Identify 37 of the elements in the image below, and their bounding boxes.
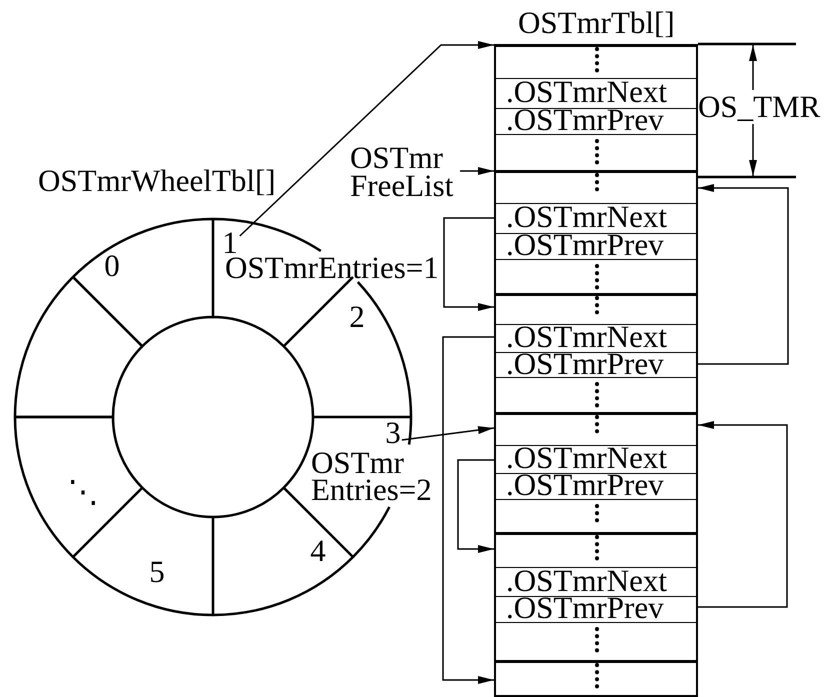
field-name: .OSTmrPrev [506, 350, 664, 377]
field-name: .OSTmrNext [506, 322, 668, 352]
pointer-arrow [443, 217, 494, 311]
pointer-arrow [457, 459, 494, 553]
slot-number: 1 [222, 230, 238, 256]
timer-block [494, 170, 698, 293]
timer-block [494, 412, 698, 532]
pointer-arrow [442, 336, 494, 684]
timer-block [494, 293, 698, 412]
pointer-arrow [698, 421, 788, 608]
slot-number: 5 [149, 559, 165, 585]
pointer-arrow [402, 426, 494, 441]
field-name: .OSTmrPrev [506, 231, 664, 259]
timer-block [494, 660, 698, 697]
field-name: .OSTmrPrev [506, 471, 664, 499]
slot-number: 2 [349, 304, 365, 330]
field-name: .OSTmrNext [506, 443, 668, 473]
slot-number: 0 [104, 253, 120, 279]
pointer-arrow [239, 41, 494, 237]
table-title: OSTmrTbl[] [518, 8, 675, 38]
table-title: OSTmrWheelTbl[] [38, 166, 276, 196]
field-name: .OSTmrNext [506, 76, 668, 108]
timer-block [494, 44, 698, 170]
dimension-label: OS_TMR [698, 92, 820, 122]
slot-number: 4 [310, 538, 326, 564]
pointer-label: OSTmr FreeList [350, 144, 454, 200]
field-name: .OSTmrPrev [506, 106, 664, 134]
entry-count-label: OSTmrEntries=1 [225, 253, 439, 283]
entry-count-label: OSTmr Entries=2 [311, 449, 433, 503]
slot-number: 3 [385, 420, 401, 446]
field-name: .OSTmrPrev [506, 594, 664, 622]
field-name: .OSTmrNext [506, 201, 668, 233]
field-name: .OSTmrNext [506, 565, 668, 596]
slot-number: ⋱ [68, 479, 98, 505]
pointer-arrow [460, 167, 494, 175]
timer-block [494, 532, 698, 660]
pointer-arrow [698, 184, 789, 365]
